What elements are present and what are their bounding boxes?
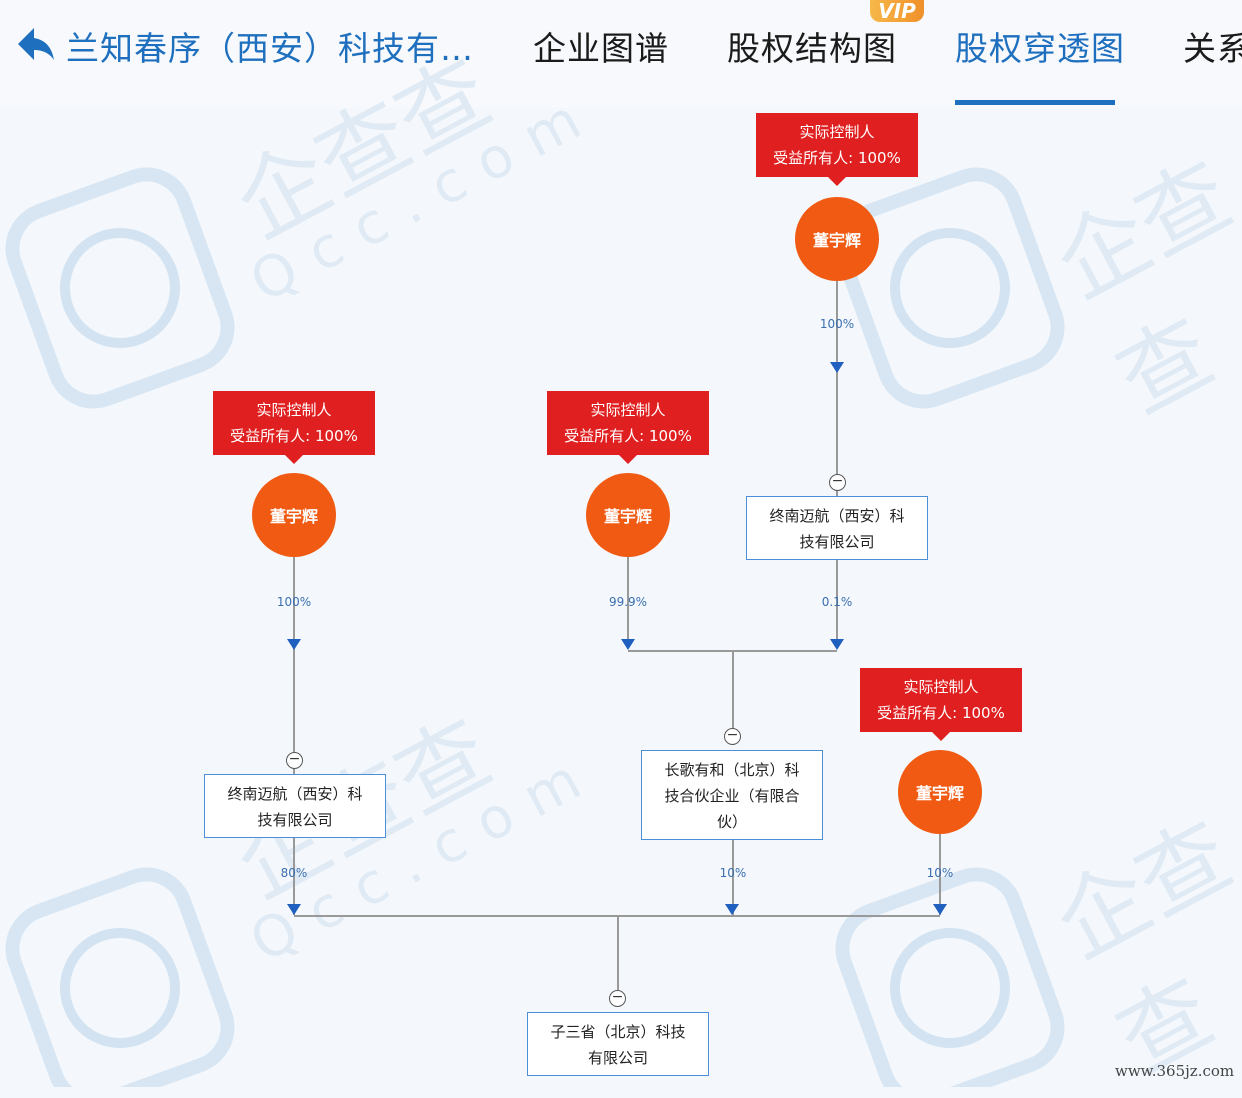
edge-pct-right: 10% — [926, 866, 954, 880]
person-node-top[interactable]: 董宇辉 — [795, 197, 879, 281]
edge-line — [732, 840, 734, 915]
site-credit: www.365jz.com — [1115, 1062, 1235, 1080]
arrow-down-icon — [830, 362, 844, 373]
edge-line — [293, 557, 295, 775]
back-arrow-icon[interactable] — [14, 24, 56, 64]
edge-pct-top: 100% — [819, 317, 855, 331]
tab-equity-penetration[interactable]: 股权穿透图 — [955, 29, 1125, 68]
arrow-down-icon — [287, 904, 301, 915]
equity-graph-canvas[interactable]: 企查查 Qcc.com 企查查 Qcc.com 企查查 企查查 实际控制人 受益… — [0, 40, 1242, 1094]
top-nav-bar: 兰知春序（西安）科技有… 企业图谱 股权结构图 VIP 股权穿透图 关系 — [0, 0, 1242, 108]
company-node-zhongnan-left[interactable]: 终南迈航（西安）科 技有限公司 — [204, 774, 386, 838]
person-node-right[interactable]: 董宇辉 — [898, 750, 982, 834]
edge-line — [293, 838, 295, 915]
controller-tag-middle: 实际控制人 受益所有人: 100% — [547, 391, 709, 464]
company-node-changge[interactable]: 长歌有和（北京）科 技合伙企业（有限合 伙） — [641, 750, 823, 840]
edge-line — [617, 915, 619, 990]
collapse-icon[interactable]: − — [724, 728, 741, 745]
edge-line — [939, 834, 941, 915]
active-tab-indicator — [955, 100, 1115, 105]
person-node-middle[interactable]: 董宇辉 — [586, 473, 670, 557]
arrow-down-icon — [830, 639, 844, 650]
arrow-down-icon — [621, 639, 635, 650]
edge-pct-left: 100% — [276, 595, 312, 609]
edge-pct-zhongnan-changge: 0.1% — [821, 595, 853, 609]
edge-pct-zhongnan-zisansheng: 80% — [280, 866, 308, 880]
tab-relations[interactable]: 关系 — [1183, 29, 1242, 68]
edge-line — [732, 650, 734, 740]
company-node-zhongnan-top[interactable]: 终南迈航（西安）科 技有限公司 — [746, 496, 928, 560]
person-node-left[interactable]: 董宇辉 — [252, 473, 336, 557]
company-title: 兰知春序（西安）科技有… — [66, 29, 474, 68]
edge-line — [836, 560, 838, 648]
edge-line — [836, 281, 838, 611]
qcc-watermark — [5, 167, 1065, 1087]
edge-pct-changge-zisansheng: 10% — [719, 866, 747, 880]
edge-pct-middle: 99.9% — [608, 595, 648, 609]
controller-tag-right: 实际控制人 受益所有人: 100% — [860, 668, 1022, 741]
collapse-icon[interactable]: − — [829, 474, 846, 491]
edge-line — [627, 557, 629, 648]
tab-enterprise-graph[interactable]: 企业图谱 — [533, 29, 669, 68]
arrow-down-icon — [933, 904, 947, 915]
arrow-down-icon — [287, 639, 301, 650]
collapse-icon[interactable]: − — [286, 752, 303, 769]
vip-badge: VIP — [870, 0, 924, 22]
collapse-icon[interactable]: − — [609, 990, 626, 1007]
arrow-down-icon — [725, 904, 739, 915]
controller-tag-left: 实际控制人 受益所有人: 100% — [213, 391, 375, 464]
tab-equity-structure[interactable]: 股权结构图 — [727, 29, 897, 68]
controller-tag-top: 实际控制人 受益所有人: 100% — [756, 113, 918, 186]
company-node-zisansheng[interactable]: 子三省（北京）科技 有限公司 — [527, 1012, 709, 1076]
